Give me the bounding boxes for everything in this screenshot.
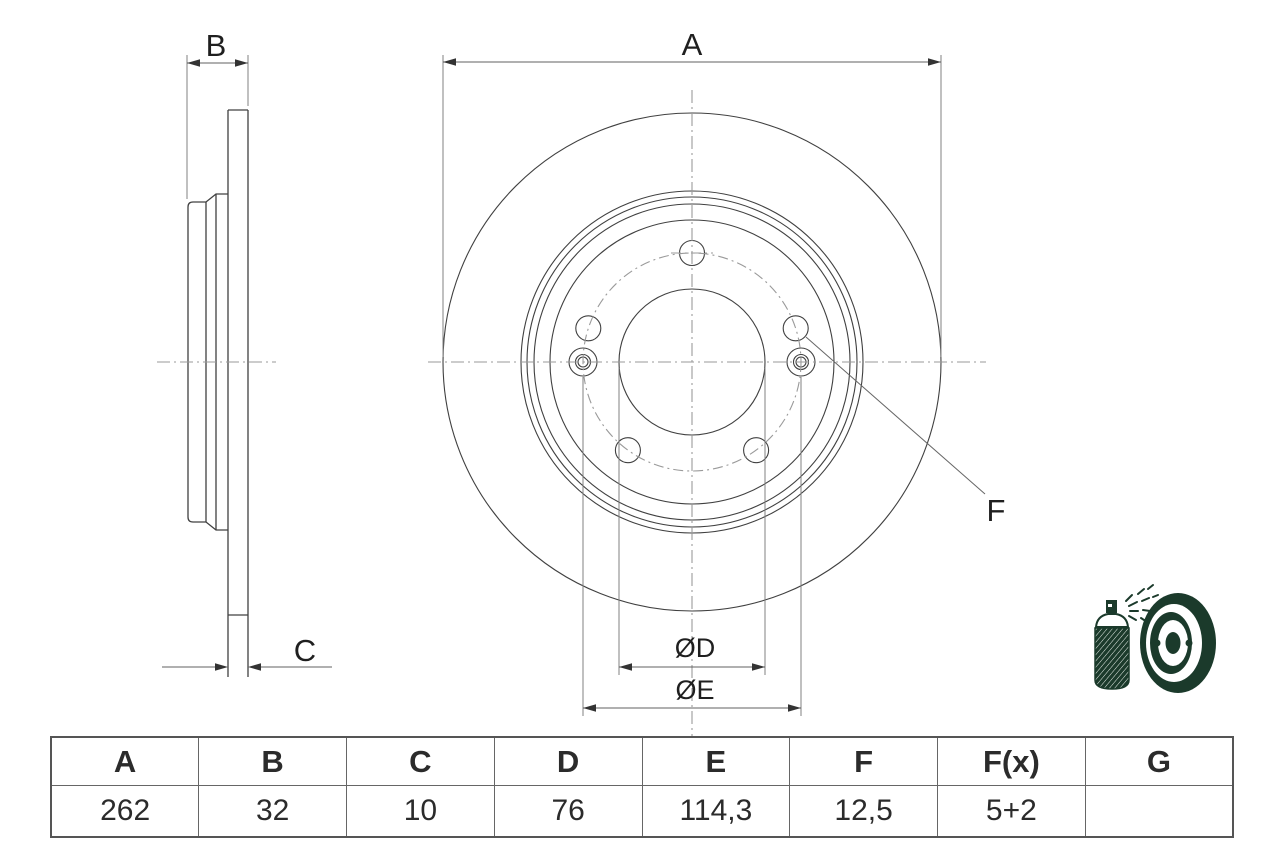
dimension-e-label: ØE: [675, 675, 714, 705]
table-header-cell: F: [789, 736, 938, 786]
table-value-cell: 262: [50, 785, 200, 838]
bolt-circle: [582, 252, 802, 472]
diameter-extension-lines: [582, 368, 802, 716]
table-value-cell: 32: [198, 785, 347, 838]
table-value-cell: 12,5: [789, 785, 938, 838]
dimension-table-header-row: A B C D E F F(x) G: [50, 736, 1234, 786]
dimension-d: ØD: [619, 633, 765, 671]
coated-disc-icon: [1094, 584, 1216, 693]
dimension-b: B: [186, 28, 249, 199]
table-header-cell: D: [493, 736, 643, 786]
dimension-f-label: F: [987, 493, 1006, 528]
dimension-d-label: ØD: [675, 633, 716, 663]
table-value-cell: 114,3: [641, 785, 791, 838]
table-header-cell: F(x): [937, 736, 1086, 786]
table-value-cell: 76: [493, 785, 643, 838]
dimension-c-label: C: [294, 633, 316, 668]
table-value-cell: [1084, 785, 1234, 838]
dimension-f: F: [805, 336, 1006, 528]
table-value-cell: 5+2: [937, 785, 1086, 838]
dimension-table-value-row: 262 32 10 76 114,3 12,5 5+2: [50, 785, 1234, 838]
spray-can-icon: [1094, 584, 1160, 690]
dimension-e: ØE: [583, 675, 801, 712]
table-header-cell: E: [641, 736, 791, 786]
front-view-centerlines: [428, 90, 986, 760]
dimension-table: A B C D E F F(x) G 262 32 10 76 114,3 12…: [50, 736, 1234, 838]
dimension-a: A: [442, 27, 942, 357]
dimension-a-label: A: [682, 27, 703, 62]
dimension-b-label: B: [206, 28, 227, 63]
side-view: [187, 109, 249, 677]
table-header-cell: B: [198, 736, 347, 786]
table-value-cell: 10: [346, 785, 495, 838]
table-header-cell: G: [1084, 736, 1234, 786]
table-header-cell: A: [50, 736, 200, 786]
table-header-cell: C: [346, 736, 495, 786]
dimension-c: C: [162, 633, 332, 671]
